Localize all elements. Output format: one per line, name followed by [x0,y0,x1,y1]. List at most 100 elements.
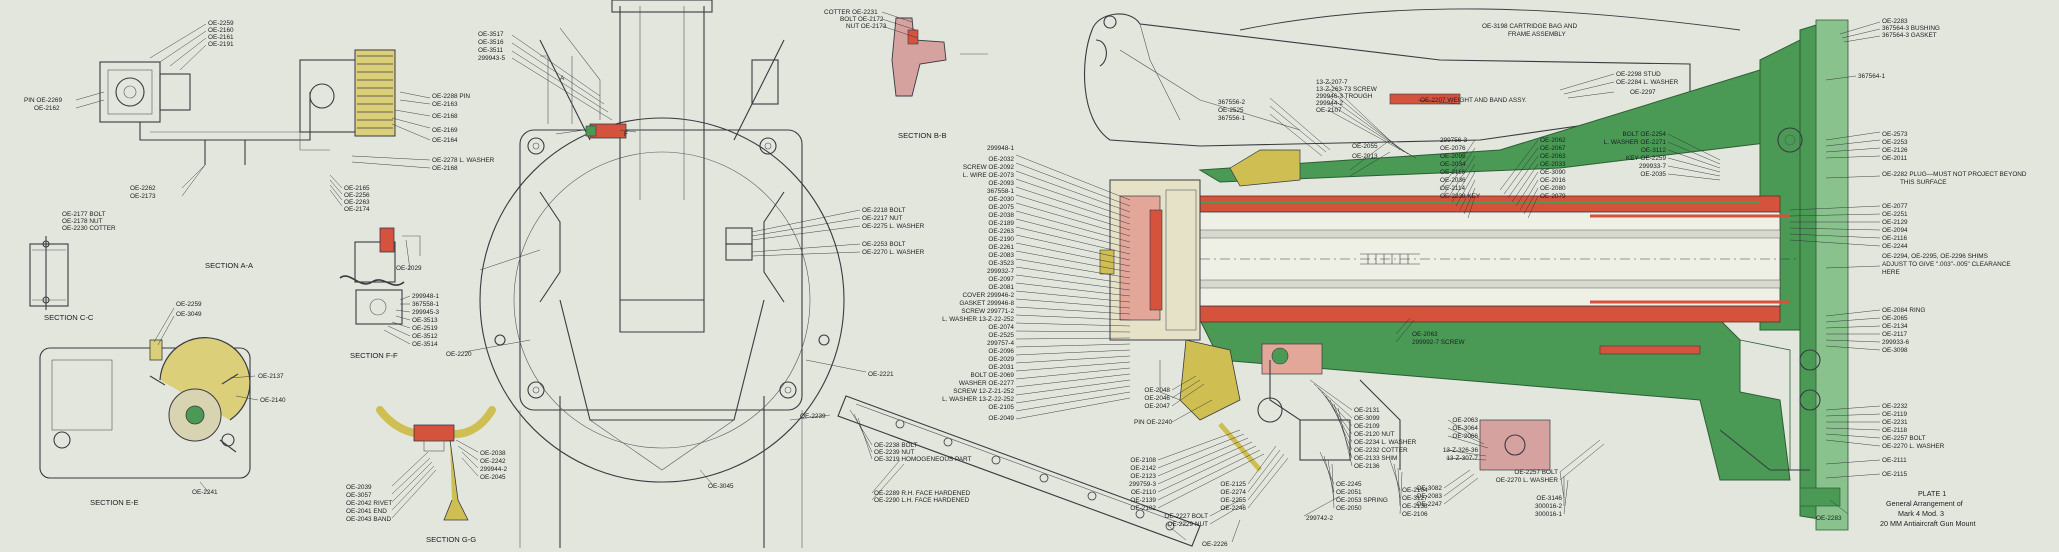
label: OE-2259 [176,301,202,308]
section-a-bottom-labels: OE-2262 OE-2173 [130,185,156,200]
label: SCREW 12-Z-21-252 [953,388,1014,395]
label: OE-2247 [1416,501,1442,508]
label: OE-2094 [1882,227,1908,234]
label: OE-2011 [1882,155,1908,162]
label: OE-2218 BOLT [862,207,906,214]
bolt-labels: BOLT OE-2254 L. WASHER OE-2271 OE-3112 K… [1604,131,1667,178]
base-labels: OE-2238 BOLT OE-2239 NUT OE-3219 HOMOGEN… [874,442,972,504]
lower-left-b-labels: OE-2108 OE-2142 OE-2123 299759-3 OE-2110… [1129,457,1156,512]
label: OE-3516 [478,39,504,46]
label: OE-2227 BOLT [1164,513,1208,520]
label: OE-2262 [130,185,156,192]
section-c-labels: OE-2177 BOLT OE-2178 NUT OE-2230 COTTER [62,211,116,232]
label: OE-2142 [1130,465,1156,472]
label: OE-2051 [1336,489,1362,496]
right-col-c: OE-2084 RING OE-2065 OE-2134 OE-2117 299… [1882,307,1925,354]
label: OE-2077 [1882,203,1908,210]
lower-center-b-labels: OE-2245 OE-2051 OE-2053 SPRING OE-2050 [1336,481,1388,512]
label: OE-2261 [988,244,1014,251]
section-e-labels: OE-2259 OE-3049 OE-2137 OE-2140 OE-2241 [176,301,286,496]
label: OE-2084 RING [1882,307,1925,314]
lower-right-a-labels: OE-2257 BOLT OE-2270 L. WASHER [1496,469,1559,484]
label: OE-2049 [988,415,1014,422]
label: OE-2095 [1440,153,1466,160]
section-g-labels: OE-2038 OE-2242 299944-2 OE-2045 [480,450,507,481]
section-b-title: SECTION B-B [898,131,947,140]
label: OE-2226 [1202,541,1228,548]
label: OE-2063 [1452,417,1478,424]
label: OE-2126 [1882,147,1908,154]
right-col-e: OE-2111 OE-2115 [1882,457,1908,478]
label: OE-2177 BOLT [62,211,106,218]
label: OE-2065 [1882,315,1908,322]
label: OE-2048 [1144,387,1170,394]
label: 13-Z-207-7 [1316,79,1348,86]
lower-mid-c-labels: 13-Z-326-36 13-Z-307-7 [1443,447,1479,462]
front-elevation-drawing [479,0,845,548]
label: OE-2109 [1354,423,1380,430]
section-f-labels: 299948-1 367558-1 299945-3 OE-3513 OE-25… [412,293,439,348]
label: A [560,75,565,82]
label: OE-2030 [988,196,1014,203]
label: OE-3512 [412,333,438,340]
label: OE-2047 [1144,403,1170,410]
label: OE-2251 [1882,211,1908,218]
label: OE-2081 [988,284,1014,291]
label: OE-2045 [480,474,506,481]
label: OE-2118 [1882,427,1908,434]
section-a-drawing [99,49,396,165]
spring-labels-b: OE-2062 OE-2067 OE-2063 OE-2033 OE-3090 … [1540,137,1566,200]
section-e-title: SECTION E-E [90,498,139,507]
screw-labels: 13-Z-207-7 13-Z-263-73 SCREW 299946-3 TR… [1316,79,1378,114]
cartridge-label: OE-3198 CARTRIDGE BAG AND [1482,23,1577,30]
label: OE-3064 [1452,425,1478,432]
label: OE-2239 NUT [874,449,915,456]
label: OE-2162 [34,105,60,112]
label: OE-2241 [192,489,218,496]
label: OE-3523 [988,260,1014,267]
label: OE-2116 [1882,235,1908,242]
label: OE-3057 [346,492,372,499]
label: OE-3082 [1416,485,1442,492]
label: OE-3219 HOMOGENEOUS PART [874,456,972,463]
label: OE-2134 [1882,323,1908,330]
section-f-leaders [383,239,411,345]
section-e-leaders [153,307,259,495]
label: OE-3513 [412,317,438,324]
label: OE-2042 RIVET [346,500,392,507]
top-right-labels: OE-2283 367564-3 BUSHING 367564-3 GASKET [1882,18,1940,39]
shims-note-1: OE-2294, OE-2295, OE-2296 SHIMS [1882,253,1988,260]
spring-labels-a: 299756-3 OE-2076 OE-2095 OE-2034 OE-2116… [1440,137,1481,200]
shims-note-3: HERE [1882,269,1900,276]
label: OE-2263 [344,199,370,206]
label: 367564-3 GASKET [1882,32,1937,39]
label: BOLT OE-2254 [1623,131,1667,138]
label: OE-2111 [1882,457,1907,464]
section-f-title: SECTION F-F [350,351,398,360]
plate-line-3: 20 MM Antiaircraft Gun Mount [1880,519,1975,528]
label: OE-2066 [1452,433,1478,440]
section-b-leaders [881,11,919,39]
plate-line-2: Mark 4 Mod. 3 [1898,509,1944,518]
section-g-title: SECTION G-G [426,535,476,544]
label: OE-2102 [1130,505,1156,512]
label: OE-2278 L. WASHER [432,157,495,164]
label: OE-2297 [1630,89,1656,96]
label: OE-3090 [1540,169,1566,176]
label: COVER 299946-2 [962,292,1014,299]
label: OE-2274 [1220,489,1246,496]
label: 367564-1 [1858,73,1885,80]
label: OE-2046 [1144,395,1170,402]
label: OE-2298 STUD [1616,71,1661,78]
label: 299933-6 [1882,339,1909,346]
label: BOLT OE-2069 [971,372,1015,379]
label: 299948-1 [412,293,439,300]
label: 299944-2 [480,466,507,473]
section-a-top-labels: OE-2259 OE-2160 OE-2161 OE-2191 [208,20,234,48]
label: OE-2036 [1440,177,1466,184]
lower-right-b-labels: OE-3146 300016-2 300016-1 [1535,495,1562,518]
label: OE-2238 KEY [1440,193,1481,200]
label: OE-2055 [1352,143,1378,150]
label: OE-2029 [396,265,422,272]
mid-small-labels: OE-2055 OE-2013 [1352,143,1378,160]
